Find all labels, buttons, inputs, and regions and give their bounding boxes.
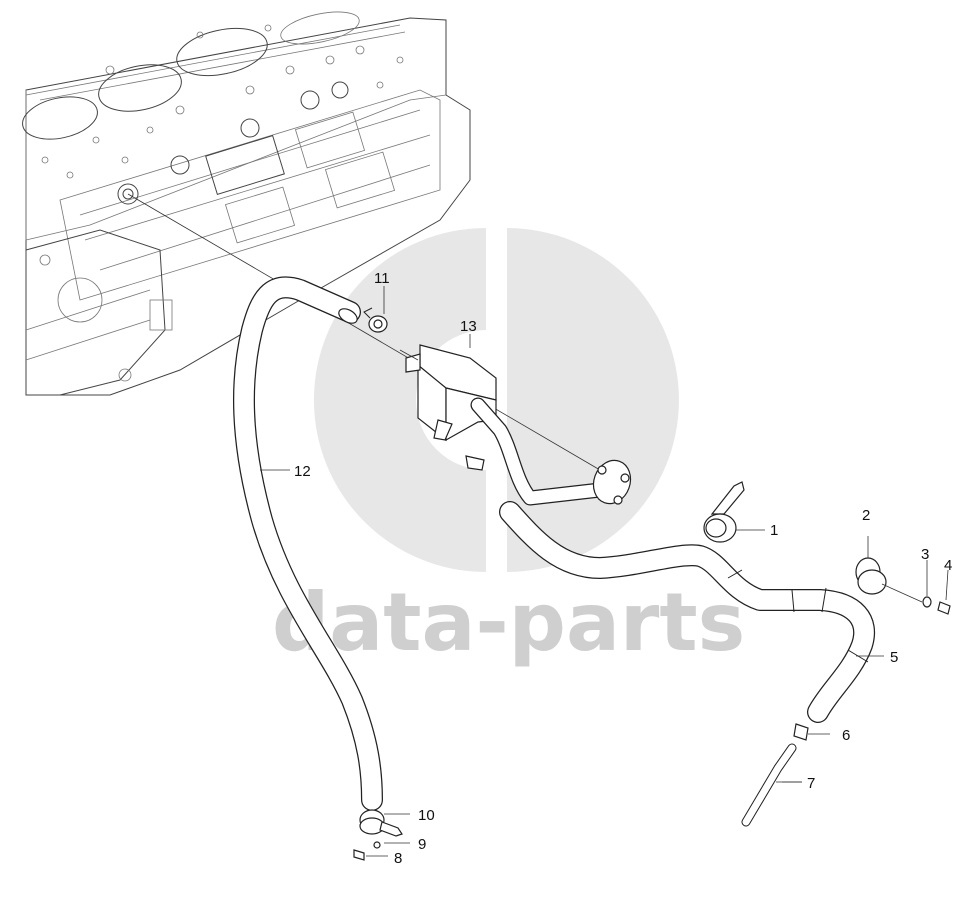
- breather-outlet-pipe: [470, 397, 632, 506]
- callout-13: 13: [460, 318, 477, 335]
- screw-4: [937, 569, 951, 615]
- callout-4: 4: [944, 557, 952, 574]
- washer-3: [922, 560, 932, 608]
- fitting-6: [793, 723, 830, 741]
- watermark-text: data-parts: [272, 576, 745, 669]
- callout-6: 6: [842, 727, 850, 744]
- callout-5: 5: [890, 649, 898, 666]
- grommet-1: [703, 481, 765, 543]
- callout-2: 2: [862, 507, 870, 524]
- callout-10: 10: [418, 807, 435, 824]
- callout-9: 9: [418, 836, 426, 853]
- grommet-10: [359, 809, 410, 837]
- callout-12: 12: [294, 463, 311, 480]
- hose-12: [232, 276, 383, 811]
- callout-3: 3: [921, 546, 929, 563]
- callout-1: 1: [770, 522, 778, 539]
- callout-8: 8: [394, 850, 402, 867]
- clamp-2: [855, 536, 923, 603]
- dipstick-tube-7: [741, 743, 802, 827]
- engine-port-leader: [127, 193, 601, 471]
- engine-block: [22, 11, 471, 396]
- washer-9: [373, 841, 410, 849]
- callout-7: 7: [807, 775, 815, 792]
- screw-8: [353, 849, 388, 861]
- clamp-11: [363, 307, 388, 333]
- callout-11: 11: [374, 270, 390, 287]
